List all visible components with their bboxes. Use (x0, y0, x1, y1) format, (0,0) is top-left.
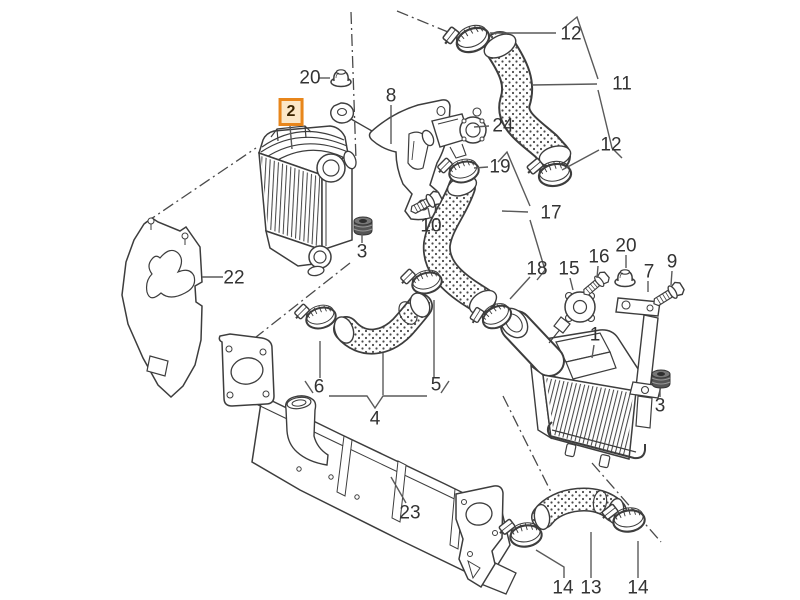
part-label-20[interactable]: 20 (299, 67, 321, 89)
part-label-4[interactable]: 4 (369, 408, 381, 430)
part-label-9[interactable]: 9 (666, 251, 678, 273)
part-label-5[interactable]: 5 (430, 374, 442, 396)
part-label-19[interactable]: 19 (489, 156, 511, 178)
part-label-14[interactable]: 14 (552, 577, 574, 599)
part-label-6[interactable]: 6 (313, 376, 325, 398)
hose-lower-left (333, 292, 433, 355)
intercooler-left (258, 125, 357, 277)
part-label-16[interactable]: 16 (588, 246, 610, 268)
part-label-7[interactable]: 7 (643, 261, 655, 283)
part-label-3[interactable]: 3 (356, 241, 368, 263)
bolt (579, 269, 612, 300)
part-label-12[interactable]: 12 (560, 23, 582, 45)
air-guide-panel (121, 217, 203, 399)
hose-top-right (483, 31, 572, 172)
part-label-20[interactable]: 20 (615, 235, 637, 257)
part-label-24[interactable]: 24 (492, 115, 514, 137)
rubber-grommet (651, 369, 671, 389)
hose-center (422, 173, 498, 315)
intercooler-right (499, 307, 646, 469)
part-label-15[interactable]: 15 (558, 258, 580, 280)
axis-lines (144, 10, 662, 543)
sensor-flange (548, 291, 596, 344)
part-label-18[interactable]: 18 (526, 258, 548, 280)
hose-clamp (436, 13, 494, 63)
part-label-2-highlighted[interactable]: 2 (278, 98, 304, 126)
part-label-14[interactable]: 14 (627, 577, 649, 599)
bracket-right (615, 297, 662, 429)
hose-clamp (289, 295, 340, 336)
part-label-1[interactable]: 1 (589, 324, 601, 346)
cap-nut (330, 69, 352, 88)
part-label-11[interactable]: 11 (612, 73, 632, 95)
crossmember (218, 333, 517, 595)
sensor-valve (421, 107, 487, 159)
part-label-13[interactable]: 13 (580, 577, 602, 599)
part-label-12[interactable]: 12 (600, 134, 622, 156)
cap-nut (614, 269, 636, 288)
part-label-17[interactable]: 17 (540, 202, 562, 224)
part-label-22[interactable]: 22 (223, 267, 245, 289)
part-label-3[interactable]: 3 (654, 395, 666, 417)
rubber-grommet (353, 216, 373, 236)
part-label-10[interactable]: 10 (420, 215, 442, 237)
leader-lines (202, 15, 673, 578)
part-label-23[interactable]: 23 (399, 502, 421, 524)
part-label-8[interactable]: 8 (385, 85, 397, 107)
